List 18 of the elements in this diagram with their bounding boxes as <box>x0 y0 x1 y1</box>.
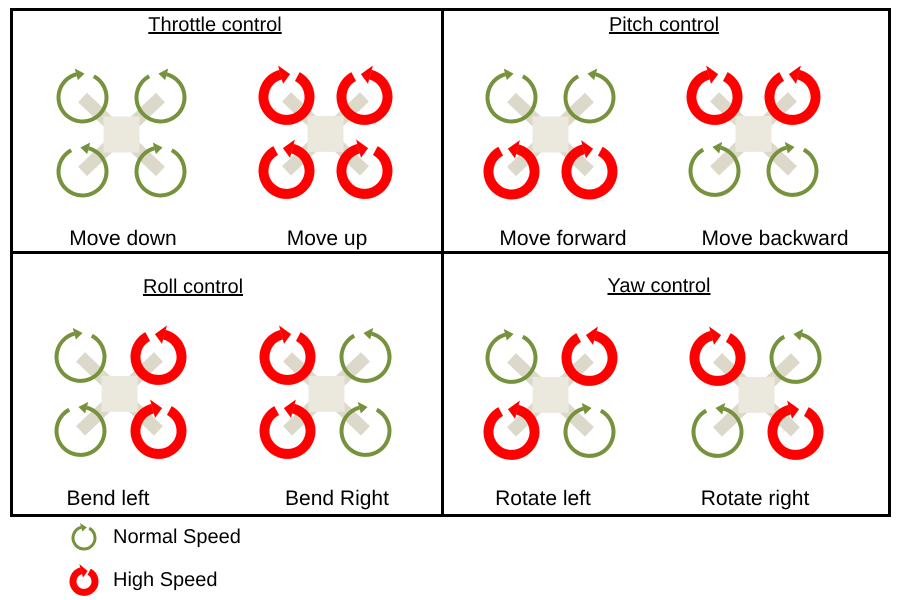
legend-label: Normal Speed <box>113 525 241 549</box>
panel-title: Pitch control <box>608 13 720 37</box>
panel-title: Roll control <box>142 275 244 299</box>
maneuver-label: Bend Right <box>285 487 389 511</box>
control-panel <box>10 8 444 254</box>
maneuver-label: Rotate left <box>495 487 591 511</box>
control-panel <box>10 251 444 517</box>
panel-title: Throttle control <box>148 13 282 37</box>
maneuver-label: Move forward <box>499 227 627 251</box>
panel-title: Yaw control <box>608 274 710 298</box>
control-panel <box>441 8 891 254</box>
maneuver-label: Move down <box>69 227 177 251</box>
maneuver-label: Bend left <box>66 487 150 511</box>
maneuver-label: Rotate right <box>700 487 810 511</box>
maneuver-label: Move backward <box>701 227 849 251</box>
control-panel <box>441 251 891 517</box>
legend-label: High Speed <box>113 568 218 592</box>
maneuver-label: Move up <box>286 227 368 251</box>
